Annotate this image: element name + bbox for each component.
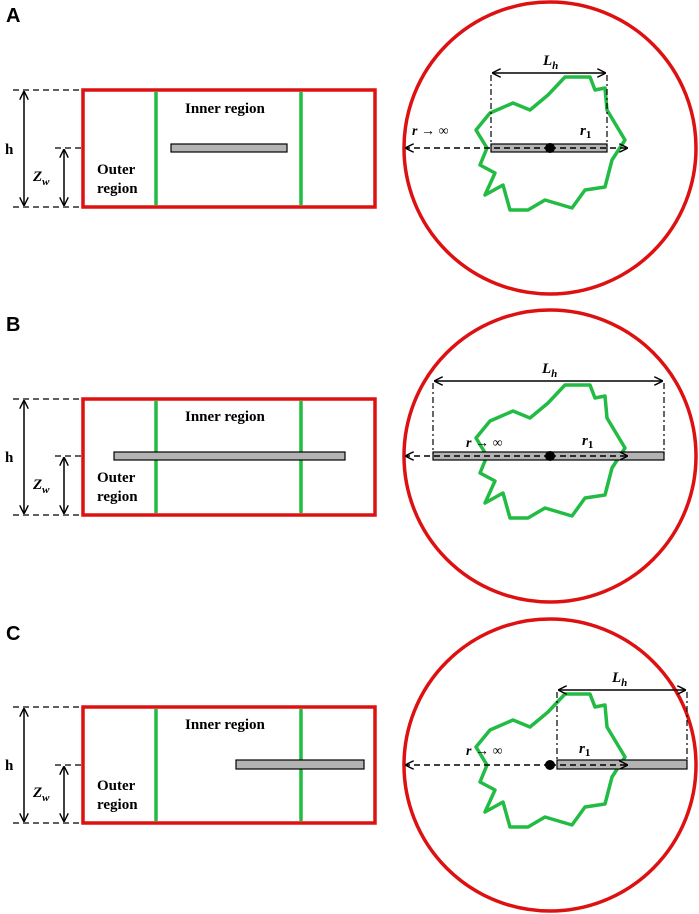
- panel-b: B h Zw Inner region Outer region Lh: [5, 308, 698, 604]
- horizontal-well: [235, 759, 365, 770]
- side-view-c: h Zw Inner region Outer region: [5, 705, 377, 825]
- well-center-dot: [545, 451, 555, 461]
- inner-region-boundary: [474, 383, 627, 520]
- r1-label-sub: 1: [586, 129, 592, 141]
- inner-region-boundary: [474, 692, 627, 829]
- zw-label: Zw: [32, 169, 50, 188]
- outer-region-label-1: Outer: [97, 470, 136, 486]
- plan-view-a: Lh r → ∞ r1: [402, 0, 698, 296]
- horizontal-well: [170, 143, 288, 153]
- h-label: h: [5, 450, 14, 466]
- r1-label: r1: [580, 123, 591, 141]
- panel-a: A h Zw Inner region Outer region Lh: [5, 0, 698, 296]
- h-label: h: [5, 142, 14, 158]
- zw-label-sub: w: [42, 792, 50, 804]
- panel-c: C h Zw Inner region Outer region Lh: [5, 617, 698, 913]
- panel-letter-a: A: [6, 5, 20, 27]
- r1-label-sub: 1: [585, 747, 591, 759]
- outer-region-label-2: region: [97, 797, 138, 813]
- outer-boundary-circle: [402, 617, 698, 913]
- r1-label-sub: 1: [588, 439, 594, 451]
- reservoir-boundary: [81, 88, 377, 209]
- inner-region-label: Inner region: [185, 717, 266, 733]
- outer-region-label-1: Outer: [97, 778, 136, 794]
- lh-label: Lh: [542, 53, 558, 72]
- well-center-dot: [545, 760, 555, 770]
- r1-label-main: r: [579, 741, 585, 757]
- r1-label: r1: [579, 741, 590, 759]
- panel-letter-c: C: [6, 623, 20, 645]
- inner-region-label: Inner region: [185, 101, 266, 117]
- reservoir-boundary: [81, 397, 377, 517]
- r1-label: r1: [582, 433, 593, 451]
- zw-label-sub: w: [42, 176, 50, 188]
- outer-boundary-circle: [402, 308, 698, 604]
- r-infinity-label: r → ∞: [466, 436, 502, 451]
- side-view-b: h Zw Inner region Outer region: [5, 397, 377, 517]
- r-infinity-label: r → ∞: [466, 744, 502, 759]
- inner-region-boundary: [474, 75, 627, 212]
- plan-view-b: Lh r → ∞ r1: [402, 308, 698, 604]
- lh-label-sub: h: [551, 368, 557, 380]
- side-view-a: h Zw Inner region Outer region: [5, 88, 377, 209]
- lh-label: Lh: [541, 361, 557, 380]
- inner-region-label: Inner region: [185, 409, 266, 425]
- lh-label-main: L: [611, 670, 621, 686]
- zw-label-main: Z: [32, 169, 42, 185]
- zw-label: Zw: [32, 477, 50, 496]
- lh-label: Lh: [611, 670, 627, 689]
- lh-label-sub: h: [621, 677, 627, 689]
- r1-label-main: r: [582, 433, 588, 449]
- reservoir-boundary: [81, 705, 377, 825]
- zw-label-main: Z: [32, 477, 42, 493]
- horizontal-well: [113, 451, 346, 461]
- zw-label-main: Z: [32, 785, 42, 801]
- plan-view-c: Lh r → ∞ r1: [402, 617, 698, 913]
- zw-label-sub: w: [42, 484, 50, 496]
- outer-region-label-2: region: [97, 181, 138, 197]
- lh-label-sub: h: [552, 60, 558, 72]
- outer-region-label-1: Outer: [97, 162, 136, 178]
- r1-label-main: r: [580, 123, 586, 139]
- r-infinity-label: r → ∞: [412, 124, 448, 139]
- lh-label-main: L: [542, 53, 552, 69]
- outer-region-label-2: region: [97, 489, 138, 505]
- lh-label-main: L: [541, 361, 551, 377]
- panel-letter-b: B: [6, 314, 20, 336]
- h-label: h: [5, 758, 14, 774]
- zw-label: Zw: [32, 785, 50, 804]
- well-center-dot: [545, 143, 555, 153]
- outer-boundary-circle: [402, 0, 698, 296]
